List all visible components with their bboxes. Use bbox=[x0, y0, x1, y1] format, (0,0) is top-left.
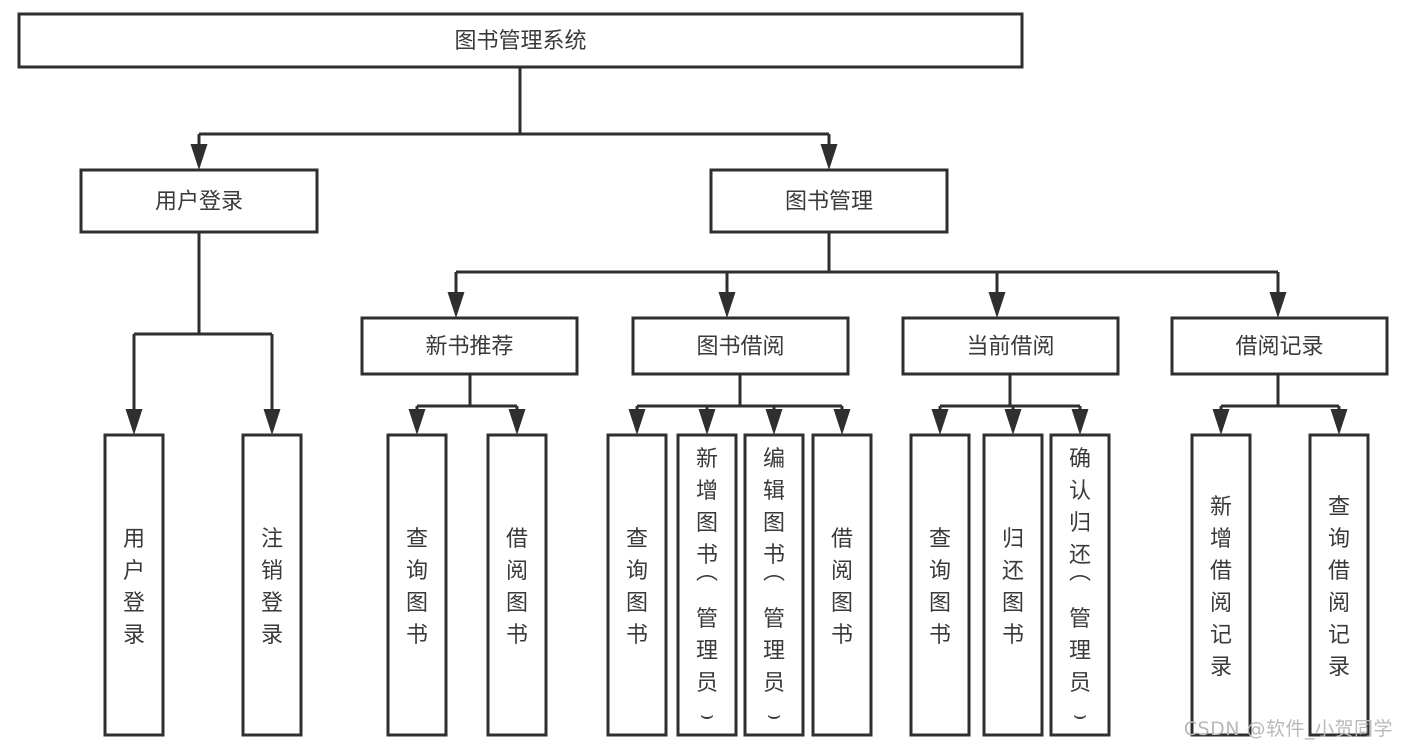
node-label: 新书推荐 bbox=[425, 335, 513, 360]
node-leaf-借阅图书[interactable]: 借阅图书 bbox=[811, 433, 873, 737]
node-label: 图书管理系统 bbox=[454, 29, 586, 54]
node-label: 确认归还⌒管理员⌣ bbox=[1069, 447, 1091, 728]
node-box[interactable] bbox=[17, 12, 1024, 69]
node-label: 新增图书⌒管理员⌣ bbox=[696, 447, 718, 728]
node-l2-用户登录[interactable]: 用户登录 bbox=[79, 168, 319, 234]
node-box[interactable] bbox=[1190, 433, 1252, 737]
arrow-head bbox=[833, 409, 851, 435]
node-leaf-查询图书[interactable]: 查询图书 bbox=[606, 433, 668, 737]
node-label: 借阅图书 bbox=[506, 527, 528, 648]
node-leaf-查询借阅记录[interactable]: 查询借阅记录 bbox=[1308, 433, 1370, 737]
arrow-head bbox=[820, 144, 838, 170]
node-label: 图书借阅 bbox=[696, 335, 784, 360]
arrow-head bbox=[408, 409, 426, 435]
arrow-head bbox=[1212, 409, 1230, 435]
node-box[interactable] bbox=[811, 433, 873, 737]
node-box[interactable] bbox=[486, 433, 548, 737]
node-label: 图书管理 bbox=[785, 190, 873, 215]
node-box[interactable] bbox=[631, 316, 850, 376]
node-l3-新书推荐[interactable]: 新书推荐 bbox=[360, 316, 579, 376]
node-box[interactable] bbox=[743, 433, 805, 737]
node-box[interactable] bbox=[103, 433, 165, 737]
arrow-head bbox=[190, 144, 208, 170]
node-leaf-借阅图书[interactable]: 借阅图书 bbox=[486, 433, 548, 737]
node-label: 借阅图书 bbox=[831, 527, 853, 648]
connector-from-当前借阅 bbox=[931, 374, 1089, 435]
node-leaf-用户登录[interactable]: 用户登录 bbox=[103, 433, 165, 737]
node-l3-当前借阅[interactable]: 当前借阅 bbox=[901, 316, 1120, 376]
arrow-head bbox=[447, 292, 465, 318]
node-label: 借阅记录 bbox=[1235, 335, 1323, 360]
node-leaf-编辑图书管理员[interactable]: 编辑图书⌒管理员⌣ bbox=[743, 433, 805, 737]
connector-from-图书借阅 bbox=[628, 374, 851, 435]
node-label: 编辑图书⌒管理员⌣ bbox=[763, 447, 785, 728]
arrow-head bbox=[1269, 292, 1287, 318]
arrow-head bbox=[698, 409, 716, 435]
arrow-head bbox=[988, 292, 1006, 318]
node-leaf-归还图书[interactable]: 归还图书 bbox=[982, 433, 1044, 737]
node-box[interactable] bbox=[901, 316, 1120, 376]
node-box[interactable] bbox=[1308, 433, 1370, 737]
node-leaf-查询图书[interactable]: 查询图书 bbox=[386, 433, 448, 737]
node-label: 查询图书 bbox=[626, 527, 648, 648]
arrow-head bbox=[263, 409, 281, 435]
arrow-head bbox=[1071, 409, 1089, 435]
node-label: 归还图书 bbox=[1002, 527, 1024, 648]
arrow-head bbox=[508, 409, 526, 435]
node-leaf-新增借阅记录[interactable]: 新增借阅记录 bbox=[1190, 433, 1252, 737]
connector-from-图书管理系统 bbox=[190, 67, 838, 170]
node-box[interactable] bbox=[386, 433, 448, 737]
arrow-head bbox=[1004, 409, 1022, 435]
arrow-head bbox=[931, 409, 949, 435]
node-leaf-查询图书[interactable]: 查询图书 bbox=[909, 433, 971, 737]
arrow-head bbox=[1330, 409, 1348, 435]
node-box[interactable] bbox=[909, 433, 971, 737]
node-label: 查询图书 bbox=[406, 527, 428, 648]
node-l2-图书管理[interactable]: 图书管理 bbox=[709, 168, 949, 234]
arrow-head bbox=[765, 409, 783, 435]
node-box[interactable] bbox=[709, 168, 949, 234]
node-box[interactable] bbox=[606, 433, 668, 737]
node-leaf-确认归还管理员[interactable]: 确认归还⌒管理员⌣ bbox=[1049, 433, 1111, 737]
node-label: 查询图书 bbox=[929, 527, 951, 648]
arrow-head bbox=[125, 409, 143, 435]
node-box[interactable] bbox=[1170, 316, 1389, 376]
node-box[interactable] bbox=[982, 433, 1044, 737]
node-label: 用户登录 bbox=[123, 527, 145, 648]
connector-from-用户登录 bbox=[125, 232, 281, 435]
node-label: 当前借阅 bbox=[966, 335, 1054, 360]
connector-from-借阅记录 bbox=[1212, 374, 1348, 435]
node-l3-借阅记录[interactable]: 借阅记录 bbox=[1170, 316, 1389, 376]
connector-from-新书推荐 bbox=[408, 374, 526, 435]
node-label: 新增借阅记录 bbox=[1210, 495, 1232, 680]
nodes-layer: 图书管理系统用户登录图书管理新书推荐图书借阅当前借阅借阅记录用户登录注销登录查询… bbox=[17, 12, 1389, 737]
node-label: 注销登录 bbox=[261, 527, 283, 648]
arrow-head bbox=[628, 409, 646, 435]
node-label: 查询借阅记录 bbox=[1328, 495, 1350, 680]
node-box[interactable] bbox=[241, 433, 303, 737]
node-leaf-新增图书管理员[interactable]: 新增图书⌒管理员⌣ bbox=[676, 433, 738, 737]
node-box[interactable] bbox=[676, 433, 738, 737]
connectors-layer bbox=[125, 67, 1348, 435]
node-label: 用户登录 bbox=[155, 190, 243, 215]
connector-from-图书管理 bbox=[447, 232, 1287, 318]
node-box[interactable] bbox=[1049, 433, 1111, 737]
node-box[interactable] bbox=[360, 316, 579, 376]
node-box[interactable] bbox=[79, 168, 319, 234]
arrow-head bbox=[718, 292, 736, 318]
node-l3-图书借阅[interactable]: 图书借阅 bbox=[631, 316, 850, 376]
node-leaf-注销登录[interactable]: 注销登录 bbox=[241, 433, 303, 737]
node-root-图书管理系统[interactable]: 图书管理系统 bbox=[17, 12, 1024, 69]
